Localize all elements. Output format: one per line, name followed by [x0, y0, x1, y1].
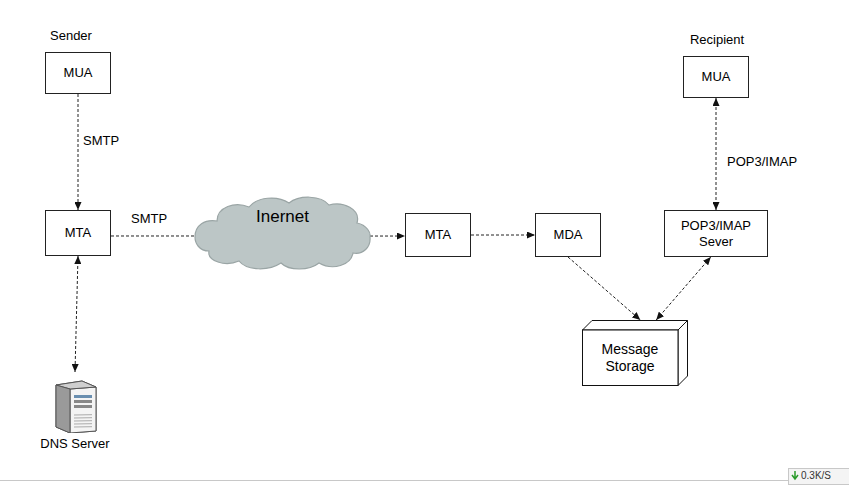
storage-front-face	[583, 330, 679, 386]
mta-box: MTA	[45, 210, 111, 256]
node-label: DNS Server	[40, 436, 109, 452]
flow-connector	[111, 235, 195, 236]
mua-box: SenderMUA	[45, 52, 111, 94]
server-bay	[74, 395, 92, 398]
cloud-shape	[195, 195, 370, 271]
mda-box: MDA	[535, 213, 601, 257]
server-vent	[74, 414, 92, 415]
node-label: MUA	[702, 69, 731, 85]
protocol-label: POP3/IMAP	[726, 154, 798, 169]
node-label: Inernet	[256, 207, 309, 227]
node-label: Message Storage	[590, 341, 670, 375]
protocol-label: SMTP	[82, 133, 120, 148]
speed-readout: 0.3K/S	[801, 470, 831, 481]
node-label: MTA	[65, 225, 91, 241]
mta-box: MTA	[405, 213, 471, 257]
server-vent	[74, 426, 92, 427]
server-box: POP3/IMAP Sever	[664, 210, 768, 257]
flow-connector	[370, 236, 405, 237]
server-vent	[74, 417, 92, 418]
storage-box: Message Storage	[582, 320, 688, 386]
flow-connector	[656, 257, 711, 320]
server-front	[70, 387, 96, 433]
server-bay	[74, 405, 92, 408]
server-vent	[74, 423, 92, 424]
dns-server: DNS Server	[35, 372, 115, 464]
node-label: POP3/IMAP Sever	[671, 218, 761, 249]
flow-connector	[75, 256, 78, 372]
mua-box: RecipientMUA	[683, 56, 749, 98]
storage-top-face	[583, 321, 688, 331]
flow-connector	[471, 235, 535, 236]
flow-connector	[568, 257, 640, 320]
internet-cloud: Inernet	[195, 195, 370, 271]
node-label: MUA	[64, 65, 93, 81]
storage-side-face	[678, 321, 688, 386]
download-arrow-icon	[792, 471, 798, 479]
server-body	[56, 381, 96, 433]
role-heading: Sender	[50, 28, 92, 43]
speed-badge	[789, 469, 849, 485]
flow-connector	[716, 98, 717, 210]
frame-line	[0, 480, 849, 481]
flow-connector	[78, 94, 79, 210]
node-label: MTA	[425, 227, 451, 243]
server-side	[56, 385, 70, 433]
protocol-label: SMTP	[130, 211, 168, 226]
cloud-outline	[195, 197, 370, 269]
role-heading: Recipient	[690, 32, 744, 47]
server-bay	[74, 400, 92, 403]
server-vent	[74, 420, 92, 421]
server-icon	[52, 375, 98, 433]
node-label: MDA	[554, 227, 583, 243]
